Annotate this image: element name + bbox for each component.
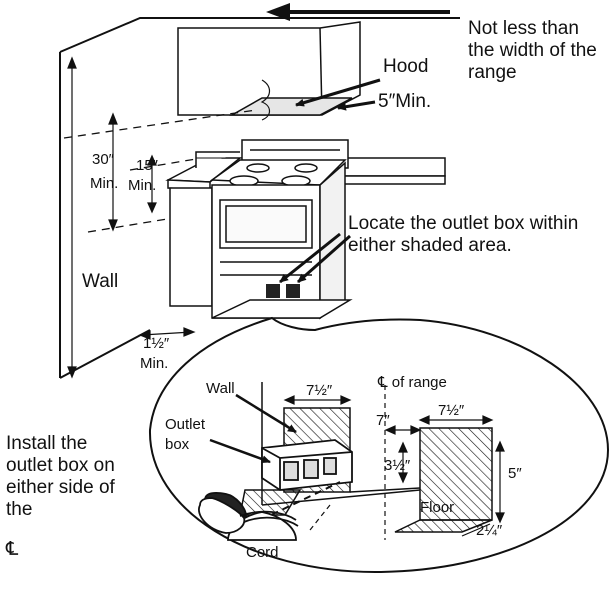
width-arrow [266,3,450,21]
plug-and-cord [198,492,299,541]
hood-arrow [295,78,381,107]
wall-label: Wall [82,271,119,292]
detail-dim-3-5: 3½″ [384,457,411,474]
detail-dim-5: 5″ [508,465,522,482]
centerline [309,385,386,540]
detail-dim-7: 7″ [376,412,390,429]
detail-arrows [209,393,297,464]
detail-wall-label: Wall [206,380,235,397]
install-note: Install the outlet box on either side of… [6,433,115,520]
dim-15-label: 15″ [136,157,158,174]
hood-min-label: 5″Min. [378,91,432,112]
width-note: Not less than the width of the range [468,18,597,83]
dim-15-min-label: Min. [128,177,157,194]
outlet-note: Locate the outlet box within either shad… [348,213,579,256]
detail-dim-2-25: 2¼″ [476,522,503,539]
vertical-dimensions [108,112,157,232]
hood-min-arrow [337,100,376,111]
detail-cord-label: Cord [246,544,279,561]
dim-30-min-label: Min. [90,175,119,192]
detail-dim-7-5-right: 7½″ [438,402,465,419]
install-centerline-symbol: ℄ [6,539,19,560]
hood-label: Hood [383,56,429,77]
detail-dim-7-5-left: 7½″ [306,382,333,399]
countertops [165,151,446,191]
base-cabinet [169,187,213,307]
detail-floor-label: Floor [420,499,455,516]
detail-dimensions [283,395,505,537]
wall-height-dimension [67,56,77,379]
detail-outlet-box-label: Outlet box [165,416,206,453]
floor-dimension [138,327,196,340]
dim-1-5-label: 1½″ [143,335,170,352]
dim-30-label: 30″ [92,151,114,168]
outlet-arrows [279,232,351,284]
range-hood [177,21,361,121]
dim-1-5-min-label: Min. [140,355,169,372]
outlet-boxes [266,284,300,298]
range [209,139,353,320]
detail-outlet-box [261,439,353,491]
detail-centerline-label: ℄ of range [378,374,447,391]
